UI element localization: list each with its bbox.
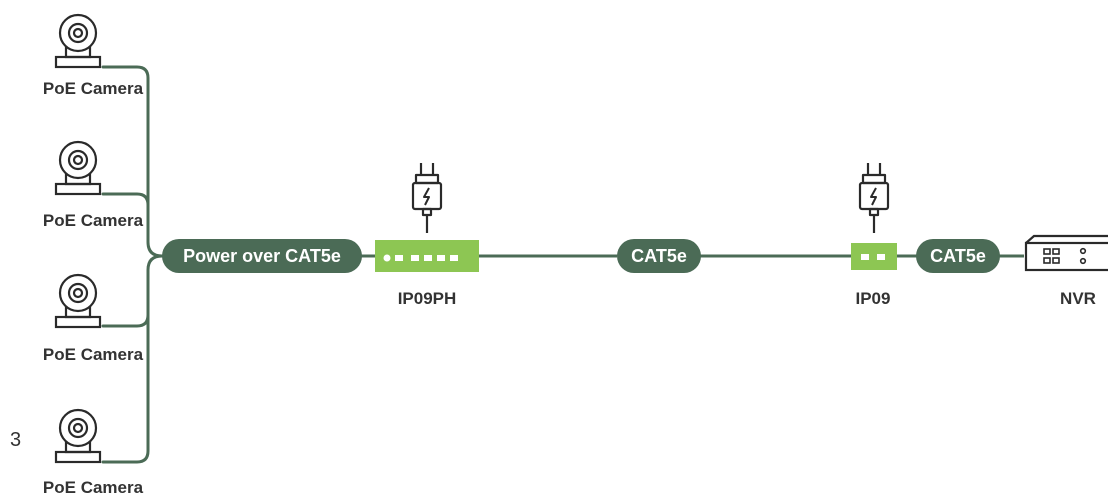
cat5e-middle-label: CAT5e [631, 246, 687, 266]
camera-3-line [101, 313, 150, 328]
camera-icon [54, 140, 102, 196]
camera-label: PoE Camera [43, 345, 144, 364]
camera-4-line [101, 254, 164, 464]
camera-connection-lines [101, 65, 164, 464]
cat5e-right-label: CAT5e [930, 246, 986, 266]
camera-1-line [101, 65, 164, 258]
camera-label: PoE Camera [43, 79, 144, 98]
ip09-label: IP09 [856, 289, 891, 308]
cat5e-right-pill [916, 239, 1000, 273]
ip09ph-device [375, 240, 479, 272]
cat5e-middle-pill [617, 239, 701, 273]
power-adapter-icon [411, 163, 443, 233]
ip09-device [851, 243, 897, 270]
power-over-cat5e-pill [162, 239, 362, 273]
ip09ph-label: IP09PH [398, 289, 457, 308]
stray-number: 3 [10, 429, 21, 451]
camera-icon [54, 13, 102, 69]
camera-icon [54, 273, 102, 329]
power-adapter-icon [858, 163, 890, 233]
nvr-icon [1024, 234, 1108, 272]
camera-label: PoE Camera [43, 211, 144, 230]
camera-icon [54, 408, 102, 464]
nvr-label: NVR [1060, 289, 1096, 308]
camera-2-line [101, 192, 150, 207]
camera-label: PoE Camera [43, 478, 144, 497]
power-over-cat5e-label: Power over CAT5e [183, 246, 341, 266]
